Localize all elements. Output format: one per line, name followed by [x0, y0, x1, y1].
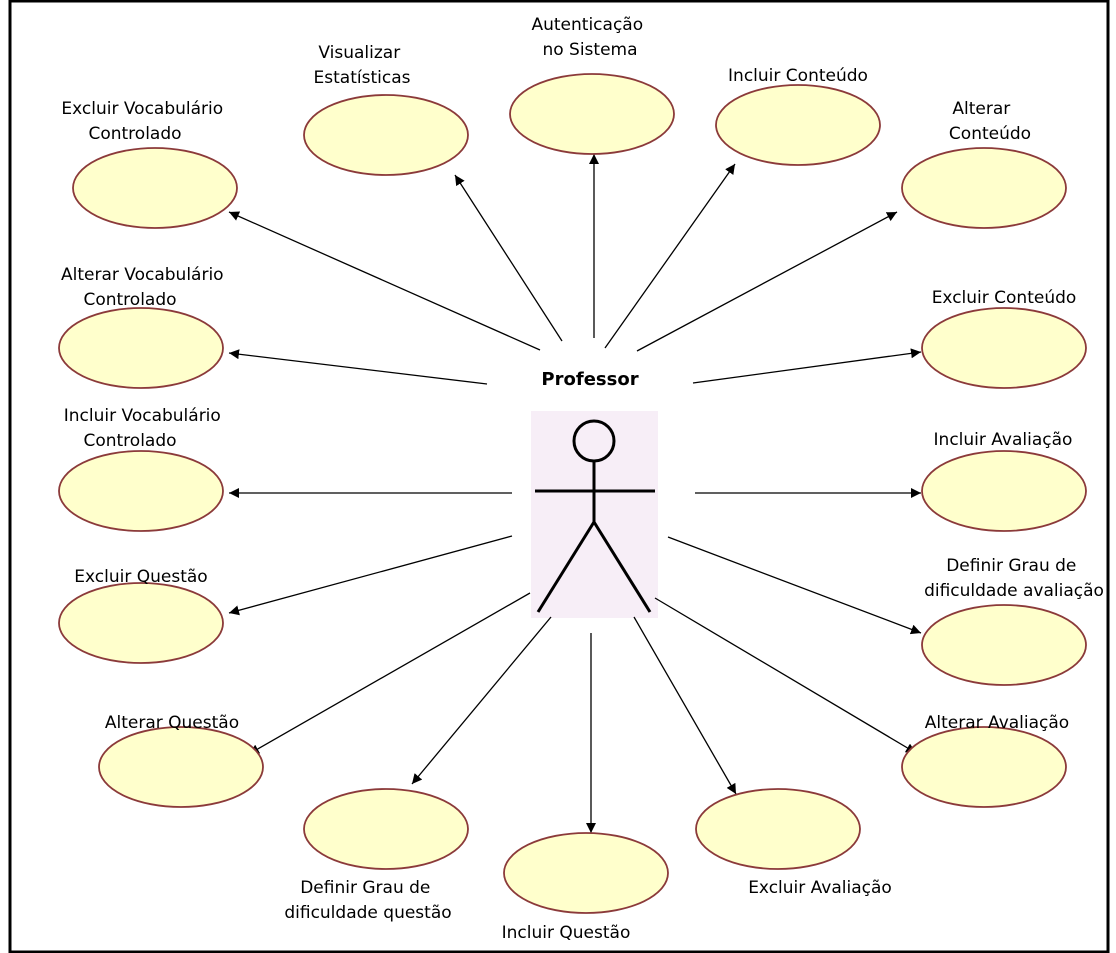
- use-case-incluir-questao[interactable]: [503, 832, 669, 914]
- use-case-incluir-avaliacao[interactable]: [921, 450, 1087, 532]
- use-case-excluir-questao[interactable]: [58, 582, 224, 664]
- arrow-definir-grau-questao: [411, 616, 552, 785]
- use-case-excluir-vocabulario[interactable]: [72, 147, 238, 229]
- use-case-alterar-conteudo[interactable]: [901, 147, 1067, 229]
- actor-left-leg: [536, 521, 596, 613]
- label-alterar-conteudo: Alterar Conteúdo: [949, 99, 1031, 144]
- use-case-incluir-conteudo[interactable]: [715, 84, 881, 166]
- use-case-incluir-vocabulario[interactable]: [58, 450, 224, 532]
- label-incluir-avaliacao: Incluir Avaliação: [934, 430, 1073, 450]
- label-autenticacao: Autenticação no Sistema: [531, 15, 648, 60]
- label-alterar-questao: Alterar Questão: [105, 713, 239, 733]
- use-case-labels: Autenticação no Sistema Visualizar Estat…: [61, 15, 1104, 943]
- label-excluir-vocabulario: Excluir Vocabulário Controlado: [61, 99, 228, 144]
- arrow-incluir-conteudo: [604, 163, 736, 349]
- label-definir-grau-avaliacao: Definir Grau de dificuldade avaliação: [924, 556, 1104, 601]
- label-incluir-conteudo: Incluir Conteúdo: [728, 66, 868, 86]
- use-case-excluir-conteudo[interactable]: [921, 307, 1087, 389]
- arrow-alterar-avaliacao: [654, 597, 917, 754]
- label-incluir-vocabulario: Incluir Vocabulário Controlado: [64, 406, 226, 451]
- associations: [228, 154, 922, 833]
- label-alterar-vocabulario: Alterar Vocabulário Controlado: [61, 265, 229, 310]
- use-case-excluir-avaliacao[interactable]: [695, 788, 861, 870]
- use-case-autenticacao[interactable]: [509, 73, 675, 155]
- label-excluir-conteudo: Excluir Conteúdo: [932, 288, 1077, 308]
- use-case-definir-grau-questao[interactable]: [303, 788, 469, 870]
- label-excluir-avaliacao: Excluir Avaliação: [748, 878, 892, 898]
- label-excluir-questao: Excluir Questão: [74, 567, 207, 587]
- arrow-excluir-vocabulario: [228, 211, 541, 351]
- label-incluir-questao: Incluir Questão: [502, 923, 631, 943]
- arrow-excluir-avaliacao: [633, 616, 737, 795]
- label-definir-grau-questao: Definir Grau de dificuldade questão: [284, 878, 451, 923]
- actor-name: Professor: [541, 369, 638, 390]
- use-case-alterar-avaliacao[interactable]: [901, 726, 1067, 808]
- use-case-visualizar-estatisticas[interactable]: [303, 94, 469, 176]
- use-case-ellipses: [58, 73, 1087, 914]
- arrow-alterar-vocabulario: [228, 349, 488, 385]
- use-case-alterar-vocabulario[interactable]: [58, 307, 224, 389]
- actor-professor[interactable]: Professor: [531, 369, 658, 618]
- arrow-excluir-conteudo: [692, 348, 922, 384]
- use-case-alterar-questao[interactable]: [98, 726, 264, 808]
- arrow-visualizar-estatisticas: [454, 174, 563, 342]
- actor-right-leg: [592, 521, 652, 613]
- arrow-alterar-conteudo: [636, 211, 898, 352]
- use-case-definir-grau-avaliacao[interactable]: [921, 604, 1087, 686]
- arrow-definir-grau-avaliacao: [667, 536, 922, 635]
- arrow-excluir-questao: [228, 535, 513, 616]
- arrow-alterar-questao: [248, 592, 531, 755]
- label-visualizar-estatisticas: Visualizar Estatísticas: [314, 43, 411, 88]
- label-alterar-avaliacao: Alterar Avaliação: [925, 713, 1069, 733]
